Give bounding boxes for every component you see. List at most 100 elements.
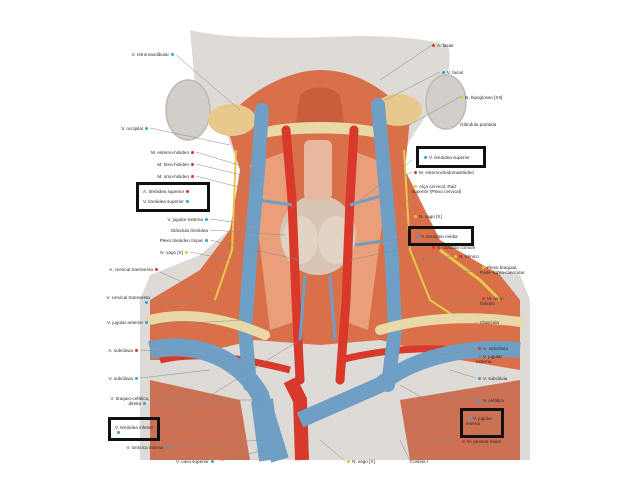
brachiocephalic-artery bbox=[283, 376, 309, 461]
parotid-left bbox=[208, 104, 256, 136]
label-brachial-plexus: Plexo braquial, Parte supra-clavicular bbox=[480, 265, 525, 275]
red-dot-icon bbox=[414, 171, 417, 175]
label-middle-thyroid-vein: V. tireóidea média bbox=[414, 234, 458, 239]
label-vagus-right: N. vago [X] bbox=[412, 214, 442, 219]
vagus-nerve-right bbox=[403, 149, 461, 321]
internal-jugular-right bbox=[371, 98, 403, 392]
leader-lines-left bbox=[139, 54, 301, 448]
middle-thyroid-vein bbox=[354, 238, 391, 247]
red-dot-icon bbox=[482, 297, 485, 301]
red-dot-icon bbox=[135, 349, 138, 353]
blue-dot-icon bbox=[442, 71, 445, 75]
blue-dot-icon bbox=[135, 377, 138, 381]
red-dot-icon bbox=[462, 440, 465, 444]
blue-dot-icon bbox=[416, 235, 419, 239]
label-parotid: Glândula parótida bbox=[460, 122, 497, 127]
larynx bbox=[304, 140, 332, 200]
blue-dot-icon bbox=[165, 446, 168, 450]
red-dot-icon bbox=[432, 246, 435, 250]
red-dot-icon bbox=[186, 190, 190, 194]
blue-dot-icon bbox=[205, 239, 208, 243]
yellow-dot-icon bbox=[454, 255, 457, 259]
superior-vena-cava bbox=[251, 398, 281, 462]
carotid-left bbox=[281, 125, 305, 385]
label-subclavian-artery-left: A. subclávia bbox=[90, 348, 140, 353]
highlight-box-left-top: A. tireóidea superior V. tireóidea super… bbox=[136, 182, 210, 212]
label-facial-vein: V. facial bbox=[440, 70, 463, 75]
yellow-dot-icon bbox=[460, 96, 463, 100]
highlight-box-right-bottom: V. jugular interna bbox=[460, 408, 504, 438]
superior-thyroid-vein-right bbox=[349, 193, 385, 207]
clavicle-right bbox=[375, 313, 525, 335]
inferior-thyroid-veins bbox=[298, 274, 337, 341]
label-ansa-cervicalis: Alça cervical, Raiz superior (Plexo cerv… bbox=[412, 184, 462, 194]
blue-dot-icon bbox=[117, 431, 120, 435]
label-inferior-thyroid-vein: V. tireóidea inferior bbox=[115, 425, 159, 435]
label-clavicle: Clavícula bbox=[480, 320, 499, 325]
label-transverse-cervical-vein: V. cervical transversa bbox=[100, 295, 150, 305]
brachial-plexus bbox=[439, 248, 502, 302]
blue-dot-icon bbox=[205, 218, 208, 222]
label-subclavian-vein-right: V. subclávia bbox=[476, 376, 507, 381]
yellow-dot-icon bbox=[414, 215, 417, 219]
leader-lines-right bbox=[219, 44, 481, 462]
label-brachiocephalic-vein: V. braquio-cefálica direita bbox=[110, 396, 148, 406]
yellow-dot-icon bbox=[185, 251, 188, 255]
label-omohyoid-right: M. omo-hióideo bbox=[480, 296, 504, 306]
label-common-carotid: A. carótida comum bbox=[430, 245, 475, 250]
yellow-dot-icon bbox=[482, 266, 485, 270]
vagus-nerve-left bbox=[214, 149, 237, 301]
label-hypoglossal: N. hipoglosso [XII] bbox=[458, 95, 502, 100]
highlight-box-left-bottom: V. tireóidea inferior bbox=[108, 417, 160, 441]
ear-right bbox=[425, 74, 467, 130]
carotid-right bbox=[335, 125, 359, 385]
label-external-jugular-left: V. jugular externa bbox=[130, 217, 210, 222]
label-first-rib: Costela I bbox=[410, 459, 429, 464]
label-thyrohyoid: M. tireo-hióideo bbox=[110, 162, 196, 167]
red-dot-icon bbox=[432, 44, 435, 48]
label-cephalic-vein: V. cefálica bbox=[476, 398, 504, 403]
label-phrenic-nerve: N. frênico bbox=[452, 254, 479, 259]
yellow-dot-icon bbox=[414, 185, 417, 189]
blue-dot-icon bbox=[143, 402, 146, 406]
label-omohyoid-left: M. omo-hióideo bbox=[110, 174, 196, 179]
red-dot-icon bbox=[191, 163, 194, 167]
blue-dot-icon bbox=[478, 355, 481, 359]
label-internal-thoracic-vein: V. torácica interna bbox=[100, 445, 170, 450]
red-dot-icon bbox=[191, 175, 194, 179]
brachiocephalic-vein-left bbox=[148, 338, 289, 463]
label-superior-thyroid-vein-left: V. tireóidea superior bbox=[143, 199, 191, 204]
blue-dot-icon bbox=[171, 53, 174, 57]
label-pectoralis-major: M. peitoral maior bbox=[460, 439, 501, 444]
label-anterior-jugular: V. jugular anterior bbox=[100, 320, 150, 325]
label-superior-vena-cava: V. cava superior bbox=[176, 459, 216, 464]
blue-dot-icon bbox=[478, 399, 481, 403]
blue-dot-icon bbox=[468, 417, 471, 421]
label-retromandibular-vein: V. retromandibular bbox=[100, 52, 176, 57]
red-dot-icon bbox=[155, 268, 158, 272]
label-superior-thyroid-artery: A. tireóidea superior bbox=[143, 189, 191, 194]
label-occipital-vein: V. occipital bbox=[90, 126, 150, 131]
blue-dot-icon bbox=[478, 377, 481, 381]
highlight-box-right-middle: V. tireóidea média bbox=[408, 226, 474, 246]
yellow-dot-icon bbox=[347, 460, 350, 464]
brachiocephalic-vein-right bbox=[296, 341, 521, 428]
internal-jugular-left bbox=[237, 103, 269, 392]
label-internal-jugular: V. jugular interna bbox=[466, 416, 492, 426]
mouth-floor bbox=[295, 87, 345, 130]
label-external-jugular-right: V. jugular externa bbox=[476, 354, 502, 364]
blue-dot-icon bbox=[424, 156, 427, 160]
red-dot-icon bbox=[478, 347, 481, 351]
label-thyroid-gland: Glândula tireóidea bbox=[170, 228, 208, 233]
label-transverse-cervical-artery: A. cervical transversa bbox=[108, 267, 160, 272]
label-sternocleidomastoid: M. esternocleidomastóideo bbox=[412, 170, 474, 175]
blue-dot-icon bbox=[145, 127, 148, 131]
blue-dot-icon bbox=[210, 460, 214, 464]
thyroid-lobe-left bbox=[282, 216, 318, 264]
blue-dot-icon bbox=[185, 200, 189, 204]
highlight-box-right-top: V. tireóidea superior bbox=[416, 146, 486, 168]
label-vagus-bottom: N. vago [X] bbox=[345, 459, 375, 464]
label-superior-thyroid-vein-right: V. tireóidea superior bbox=[422, 155, 470, 160]
